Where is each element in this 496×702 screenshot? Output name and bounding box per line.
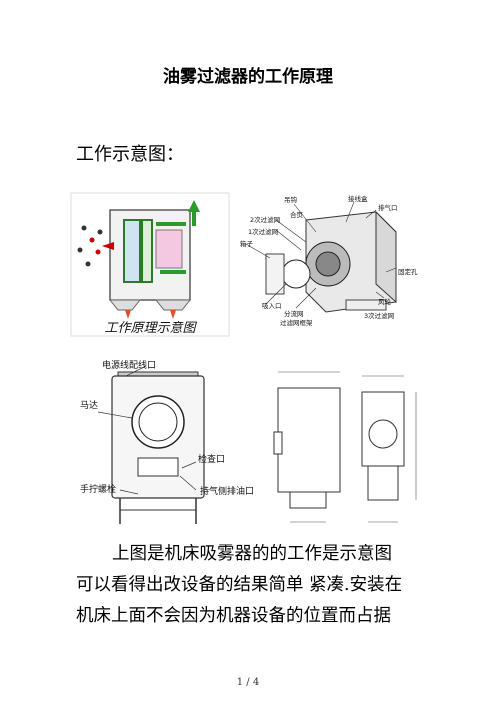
body-paragraph: 上图是机床吸雾器的的工作是示意图 可以看得出改设备的结果简单 紧凑.安装在 机床… (76, 539, 428, 632)
diagram-caption: 工作原理示意图 (104, 320, 197, 336)
label-junction-box: 接线盒 (348, 194, 368, 203)
label-hanger: 吊钩 (284, 195, 298, 204)
dimension-drawing (270, 362, 426, 530)
paragraph-line-2: 可以看得出改设备的结果简单 紧凑.安装在 (76, 575, 403, 595)
label-intake: 吸入口 (262, 302, 282, 310)
label-fan: 风轮 (378, 297, 392, 306)
label-inspection-port: 检查口 (198, 453, 225, 465)
label-exhaust-port: 排气口 (378, 203, 398, 212)
document-title: 油雾过滤器的工作原理 (163, 67, 333, 87)
label-housing: 合页 (290, 210, 304, 219)
label-filter-frame: 过滤网框架 (280, 318, 313, 327)
label-filter-1: 1次过滤网 (248, 227, 278, 236)
label-drain-port: 持气侧排油口 (200, 485, 254, 497)
exploded-view-diagram: 吊钩 接线盒 排气口 合页 2次过滤网 1次过滤网 箱子 固定孔 吸入口 风轮 … (236, 192, 426, 337)
paragraph-line-3: 机床上面不会因为机器设备的位置而占据 (76, 606, 391, 626)
label-motor: 马达 (80, 399, 98, 411)
working-principle-diagram: 工作原理示意图 (70, 192, 230, 337)
label-fixing-hole: 固定孔 (398, 267, 418, 276)
page-number: 1 / 4 (236, 677, 260, 688)
paragraph-line-1: 上图是机床吸雾器的的工作是示意图 (112, 544, 392, 564)
label-box: 箱子 (240, 239, 254, 248)
label-power-port: 电源线配线口 (102, 359, 156, 371)
front-view-diagram: 电源线配线口 马达 检查口 手拧螺栓 持气侧排油口 (76, 358, 266, 530)
label-filter-2: 2次过滤网 (250, 215, 280, 224)
label-filter-3: 3次过滤网 (364, 311, 394, 320)
label-separation-net: 分流网 (284, 309, 304, 318)
section-heading: 工作示意图： (76, 144, 184, 165)
label-hand-screw: 手拧螺栓 (80, 483, 116, 495)
